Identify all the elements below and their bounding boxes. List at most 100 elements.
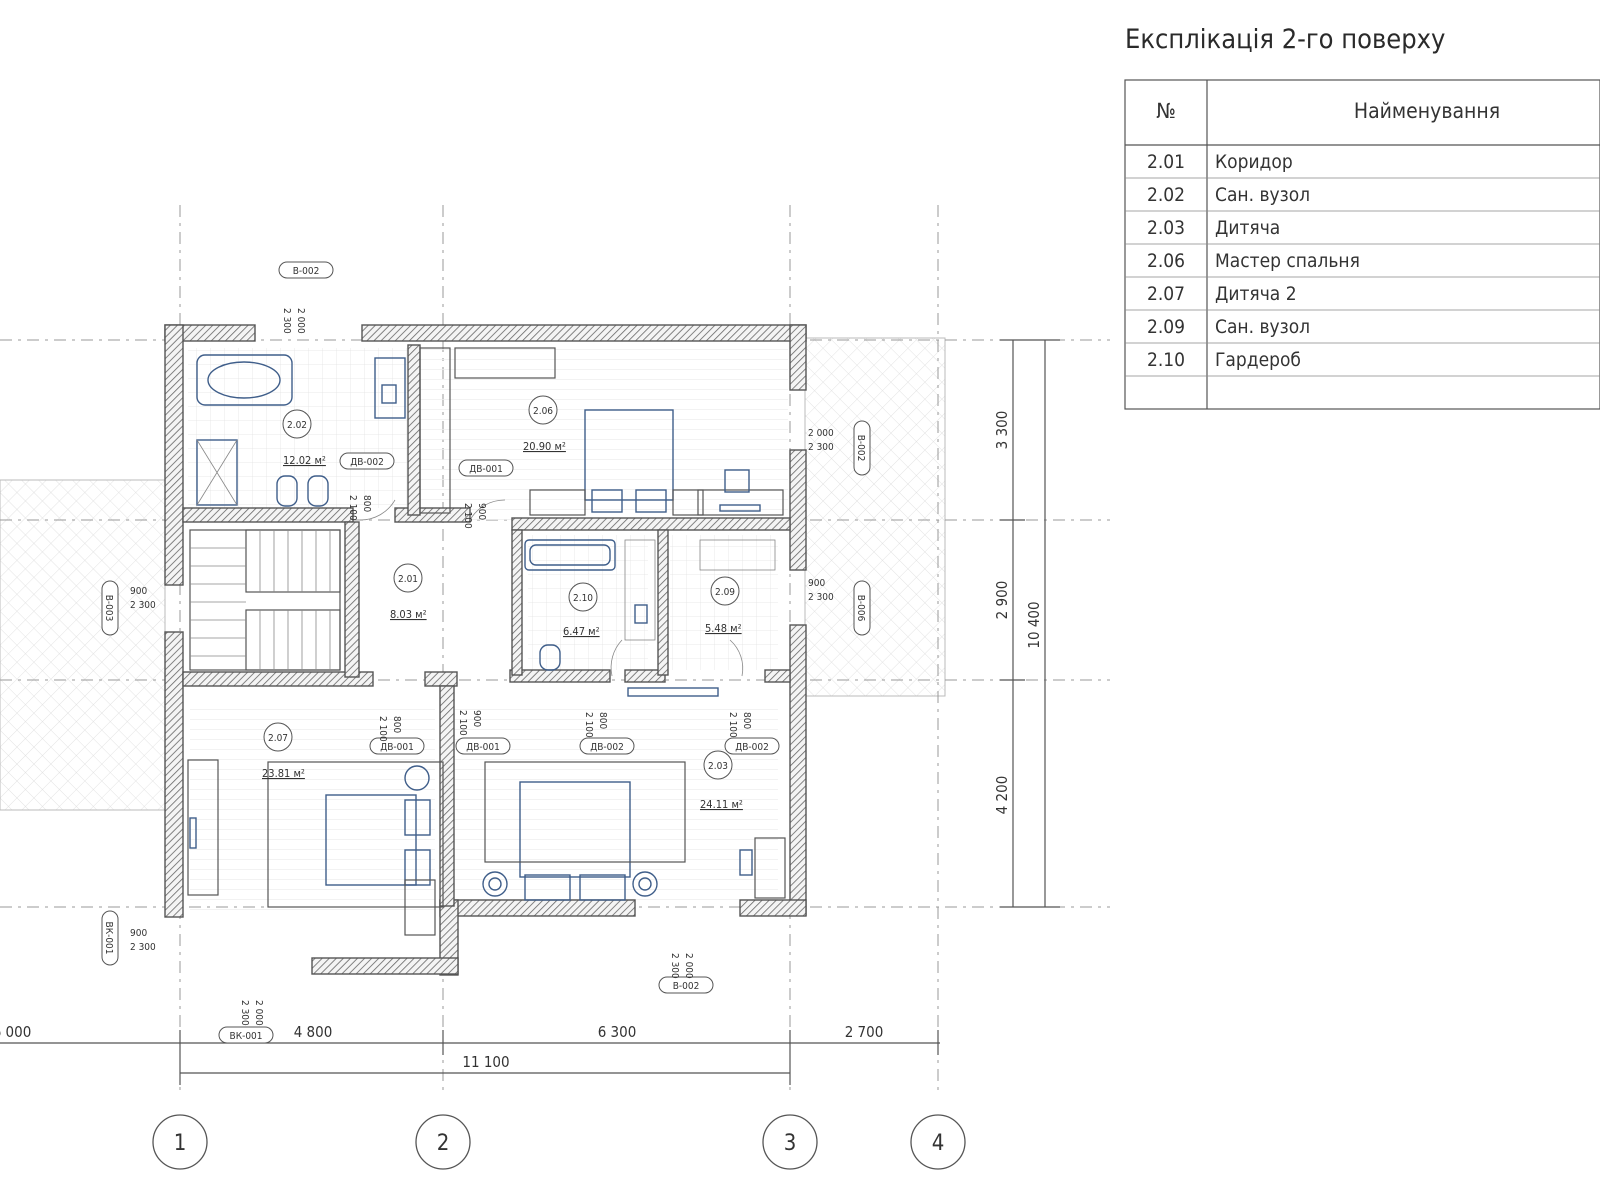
- element-tag-label: ВК-001: [230, 1031, 263, 1042]
- opening-width: 800: [741, 712, 752, 729]
- opening-height: 2 100: [727, 712, 738, 738]
- table-header-name: Найменування: [1354, 99, 1500, 123]
- room-number-bubble: [710, 576, 740, 606]
- floor-203: [448, 700, 778, 900]
- room-number: 2.09: [715, 587, 735, 598]
- floor-207: [190, 700, 435, 915]
- opening-height: 2 300: [281, 308, 292, 334]
- dimension-right-mid: 2 900: [993, 581, 1011, 620]
- dimension-axis-2-3: 6 300: [598, 1023, 637, 1041]
- dimension-axis-3-4: 2 700: [845, 1023, 884, 1041]
- room-number-bubble: [568, 582, 598, 612]
- opening-width: 800: [597, 712, 608, 729]
- table-row-name: Сан. вузол: [1215, 184, 1310, 206]
- table-row-name: Дитяча 2: [1215, 283, 1297, 305]
- axis-bubble: [152, 1114, 208, 1170]
- table-row-number: 2.09: [1147, 316, 1185, 338]
- axis-label: 1: [174, 1131, 187, 1156]
- dimension-right-bottom: 4 200: [993, 776, 1011, 815]
- room-number-bubble: [393, 563, 423, 593]
- door-swings: [359, 499, 744, 677]
- opening-width: 900: [808, 578, 825, 589]
- opening-height: 2 100: [462, 503, 473, 529]
- table-title: Експлікація 2-го поверху: [1125, 24, 1445, 55]
- opening-width: 900: [471, 710, 482, 727]
- opening-width: 900: [476, 503, 487, 520]
- room-number-bubble: [528, 395, 558, 425]
- opening-height: 2 100: [377, 716, 388, 742]
- axis-bubble: [762, 1114, 818, 1170]
- opening-height: 2 300: [130, 600, 156, 611]
- room-area: 12.02 м²: [283, 454, 326, 467]
- element-tag-label: ДВ-002: [735, 742, 769, 753]
- element-tag: ВК-001: [101, 910, 119, 966]
- opening-width: 2 000: [808, 428, 834, 439]
- opening-height: 2 300: [130, 942, 156, 953]
- opening-width: 900: [130, 928, 147, 939]
- dimension-axis-1-2: 4 800: [294, 1023, 333, 1041]
- walls: [164, 324, 807, 976]
- dimension-bottom-left: 6 000: [0, 1023, 31, 1041]
- element-tag: В-003: [101, 580, 119, 636]
- opening-height: 2 300: [239, 1000, 250, 1026]
- room-area: 20.90 м²: [523, 440, 566, 453]
- table-row-number: 2.02: [1147, 184, 1185, 206]
- element-tag-label: В-002: [673, 981, 700, 992]
- opening-height: 2 100: [347, 495, 358, 521]
- element-tag: В-006: [853, 580, 871, 636]
- room-number-bubble: [282, 409, 312, 439]
- opening-height: 2 100: [583, 712, 594, 738]
- opening-height: 2 300: [669, 953, 680, 979]
- dimension-lines: [0, 339, 1060, 1085]
- element-tag-label: В-006: [855, 595, 866, 622]
- element-tag-label: ДВ-001: [469, 464, 503, 475]
- dimension-right-top: 3 300: [993, 411, 1011, 450]
- room-area: 8.03 м²: [390, 608, 427, 621]
- room-area: 24.11 м²: [700, 798, 743, 811]
- opening-dimension: 900 2 300: [808, 578, 834, 603]
- explication-table: Експлікація 2-го поверху № Найменування …: [1124, 24, 1600, 410]
- room-area: 6.47 м²: [563, 625, 600, 638]
- opening-dimension: 900 2 300: [130, 928, 156, 953]
- opening-width: 2 000: [253, 1000, 264, 1026]
- element-tag: ДВ-001: [369, 737, 425, 755]
- opening-width: 800: [361, 495, 372, 512]
- element-tag-label: ДВ-002: [590, 742, 624, 753]
- room-number: 2.06: [533, 406, 553, 417]
- table-row-name: Коридор: [1215, 151, 1293, 173]
- furniture: [187, 347, 786, 936]
- opening-width: 2 000: [683, 953, 694, 979]
- terrace-left: [0, 479, 166, 811]
- opening-width: 900: [130, 586, 147, 597]
- room-number-bubble: [263, 722, 293, 752]
- room-number: 2.07: [268, 733, 288, 744]
- opening-width: 2 000: [295, 308, 306, 334]
- element-tag: В-002: [853, 420, 871, 476]
- room-area: 5.48 м²: [705, 622, 742, 635]
- element-tag: ДВ-002: [579, 737, 635, 755]
- axis-label: 4: [932, 1131, 945, 1156]
- element-tag: ДВ-002: [724, 737, 780, 755]
- table-row-name: Сан. вузол: [1215, 316, 1310, 338]
- room-number-bubble: [703, 750, 733, 780]
- room-number: 2.10: [573, 593, 593, 604]
- element-tag-label: ВК-001: [103, 922, 114, 955]
- table-row-name: Мастер спальня: [1215, 250, 1360, 272]
- opening-height: 2 100: [457, 710, 468, 736]
- element-tag-label: ДВ-002: [350, 457, 384, 468]
- table-row-name: Гардероб: [1215, 349, 1301, 371]
- element-tag-label: В-003: [103, 595, 114, 622]
- opening-height: 2 300: [808, 592, 834, 603]
